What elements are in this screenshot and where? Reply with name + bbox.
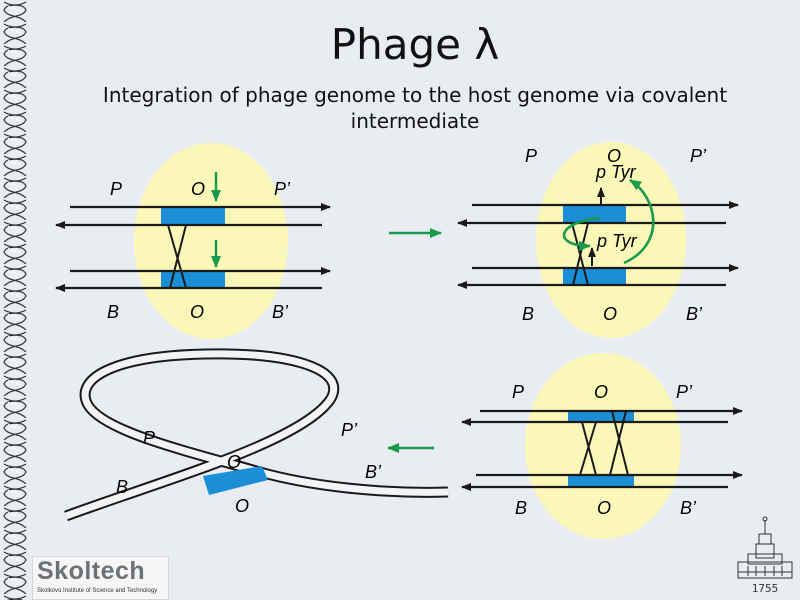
left-braid-border [0, 0, 30, 600]
panel-3-label-o-bottom: O [597, 498, 611, 518]
panel-2-covalent-intermediate: P O P’ p Tyr p Tyr B O B’ [457, 142, 739, 338]
panel-3-cross-c [611, 410, 629, 476]
seal-year: 1755 [751, 582, 779, 595]
panel-3-label-o-top: O [594, 382, 608, 402]
panel-4-loop-inner [64, 350, 449, 520]
panel-2-cross-b [572, 222, 589, 286]
panel-1-cross-b [169, 224, 187, 289]
panel-1-label-b-prime: B’ [272, 302, 289, 322]
panel-1-label-p: P [110, 179, 122, 199]
panel-3-site-bottom [568, 475, 634, 487]
panel-2-label-o-bottom: O [603, 304, 617, 324]
panel-1-site-top [161, 207, 225, 225]
panel-2-strand-exchange-arrow-right [623, 178, 655, 265]
panel-2-strand-exchange-arrow-left [562, 216, 601, 251]
panel-2-site-bottom [563, 268, 626, 285]
panel-1-label-o-bottom: O [190, 302, 204, 322]
panel-2-label-b-prime: B’ [686, 304, 703, 324]
panel-3-label-p-prime: P’ [676, 382, 693, 402]
panel-3-highlight [525, 353, 681, 539]
panel-3-label-p: P [512, 382, 524, 402]
panel-3-label-b: B [515, 498, 527, 518]
panel-4-label-o-bottom: O [235, 496, 249, 516]
panel-2-label-p: P [525, 146, 537, 166]
logo-subtitle: Skolkovo Institute of Science and Techno… [37, 588, 158, 594]
panel-2-site-top [563, 205, 626, 223]
logo-wordmark: Skoltech [37, 557, 146, 585]
panel-4-label-o-top: O [227, 452, 241, 472]
panel-3-cross-b [579, 421, 597, 476]
panel-4-label-p: P [143, 428, 155, 448]
panel-2-label-o-top: O [607, 146, 621, 166]
panel-1-label-o-top: O [191, 179, 205, 199]
panel-4-integrated-loop: P P’ O B O B’ [64, 348, 449, 522]
panel-4-label-b-prime: B’ [365, 462, 382, 482]
panel-1-site-bottom [161, 271, 225, 288]
panel-2-label-b: B [522, 304, 534, 324]
panel-1-highlight [134, 143, 288, 339]
panel-2-label-tyr-top: p Tyr [595, 162, 637, 182]
panel-3-recombined: P O P’ B O B’ [461, 353, 743, 539]
slide-title: Phage λ [330, 20, 500, 69]
panel-2-highlight [536, 142, 686, 338]
panel-1-synapsis: P O P’ B O B’ [55, 143, 331, 339]
panel-3-site-top [568, 411, 634, 422]
slide-subtitle: Integration of phage genome to the host … [102, 83, 728, 133]
university-seal-building [737, 516, 793, 579]
panel-1-label-p-prime: P’ [274, 179, 291, 199]
panel-4-label-p-prime: P’ [341, 420, 358, 440]
panel-2-label-p-prime: P’ [690, 146, 707, 166]
panel-4-site [203, 466, 268, 495]
panel-2-label-tyr-bottom: p Tyr [596, 231, 638, 251]
panel-4-label-b: B [116, 477, 128, 497]
panel-3-cross-d [609, 410, 627, 476]
skoltech-logo: Skoltech Skolkovo Institute of Science a… [32, 556, 169, 600]
panel-1-label-b: B [107, 302, 119, 322]
panel-3-label-b-prime: B’ [680, 498, 697, 518]
